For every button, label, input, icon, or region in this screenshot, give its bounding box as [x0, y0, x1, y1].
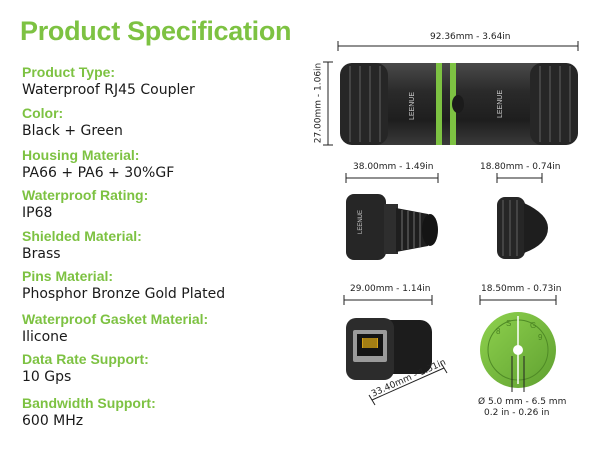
coupler-full-image	[340, 63, 578, 145]
svg-text:8: 8	[496, 327, 501, 336]
dim-gasket-width: 18.50mm - 0.73in	[481, 284, 562, 294]
page-title: Product Specification	[20, 16, 292, 46]
dim-half-length: 38.00mm - 1.49in	[353, 162, 434, 172]
dim-cap-length: 18.80mm - 0.74in	[480, 162, 561, 172]
spec-housing-material: Housing Material: PA66 + PA6 + 30%GF	[22, 147, 174, 182]
dim-total-length: 92.36mm - 3.64in	[430, 32, 511, 42]
spec-value: PA66 + PA6 + 30%GF	[22, 165, 175, 181]
spec-value: Ilicone	[22, 329, 68, 345]
spec-label: Product Type:	[22, 64, 116, 80]
spec-bandwidth: Bandwidth Support: 600 MHz	[22, 395, 156, 430]
dimension-hole	[511, 356, 525, 392]
coupler-face-image	[346, 318, 432, 380]
spec-label: Waterproof Gasket Material:	[22, 311, 209, 327]
spec-color: Color: Black + Green	[22, 105, 123, 140]
coupler-half-image	[346, 194, 438, 260]
brand-label: LEENUE	[409, 92, 416, 120]
gasket-image: 8S G9	[480, 312, 556, 388]
dimension-total-length	[337, 41, 579, 51]
svg-text:9: 9	[538, 333, 543, 342]
spec-value: 10 Gps	[22, 369, 72, 385]
dimension-gasket-width	[479, 295, 557, 305]
dimension-cap-length	[496, 173, 543, 183]
dimension-face-width	[343, 295, 433, 305]
svg-text:G: G	[530, 321, 536, 330]
dim-hole-mm: Ø 5.0 mm - 6.5 mm	[478, 397, 567, 407]
spec-label: Color:	[22, 105, 64, 121]
spec-pins-material: Pins Material: Phosphor Bronze Gold Plat…	[22, 268, 225, 303]
brand-label: LEENUE	[358, 210, 364, 234]
spec-value: Black + Green	[22, 123, 123, 139]
spec-value: IP68	[22, 205, 53, 221]
spec-label: Pins Material:	[22, 268, 114, 284]
spec-value: 600 MHz	[22, 413, 84, 429]
dimension-half-length	[345, 173, 439, 183]
dim-hole-in: 0.2 in - 0.26 in	[484, 408, 550, 418]
dim-face-width: 29.00mm - 1.14in	[350, 284, 431, 294]
spec-value: Phosphor Bronze Gold Plated	[22, 286, 226, 302]
coupler-cap-image	[497, 197, 548, 259]
dimension-body-diagonal	[368, 362, 448, 406]
spec-waterproof-rating: Waterproof Rating: IP68	[22, 187, 148, 222]
spec-gasket-material: Waterproof Gasket Material: Ilicone	[22, 311, 208, 346]
spec-label: Housing Material:	[22, 147, 140, 163]
spec-product-type: Product Type: Waterproof RJ45 Coupler	[22, 64, 195, 99]
spec-value: Brass	[22, 246, 61, 262]
spec-data-rate: Data Rate Support: 10 Gps	[22, 351, 149, 386]
spec-shielded-material: Shielded Material: Brass	[22, 228, 142, 263]
spec-label: Data Rate Support:	[22, 351, 149, 367]
spec-label: Shielded Material:	[22, 228, 142, 244]
svg-text:S: S	[506, 319, 511, 328]
spec-label: Bandwidth Support:	[22, 395, 156, 411]
brand-label: LEENUE	[497, 90, 504, 118]
spec-label: Waterproof Rating:	[22, 187, 149, 203]
spec-value: Waterproof RJ45 Coupler	[22, 82, 195, 98]
dim-diameter: 27.00mm - 1.06in	[313, 62, 324, 144]
dimension-diameter	[323, 61, 333, 146]
